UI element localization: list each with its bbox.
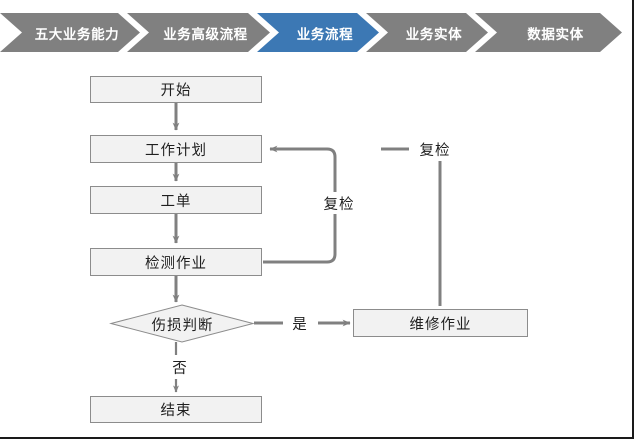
node-inspection[interactable]: 检测作业 bbox=[90, 248, 262, 276]
breadcrumb-item-2[interactable]: 业务高级流程 bbox=[127, 13, 270, 52]
breadcrumb-label-2: 业务高级流程 bbox=[163, 26, 248, 42]
edge-label-recheck-outer: 复检 bbox=[409, 137, 461, 161]
breadcrumb-label-1: 五大业务能力 bbox=[34, 26, 120, 42]
node-start-label: 开始 bbox=[160, 83, 192, 99]
node-inspection-label: 检测作业 bbox=[145, 255, 207, 272]
node-end-label: 结束 bbox=[160, 403, 192, 419]
node-repair[interactable]: 维修作业 bbox=[353, 309, 528, 337]
node-start[interactable]: 开始 bbox=[90, 76, 262, 103]
edge-label-yes: 是 bbox=[285, 312, 315, 334]
node-end[interactable]: 结束 bbox=[90, 396, 262, 423]
node-damage-decision-label: 伤损判断 bbox=[151, 317, 214, 334]
chevron-shape-3 bbox=[257, 13, 379, 52]
breadcrumb-item-4[interactable]: 业务实体 bbox=[366, 13, 488, 52]
node-work-plan-label: 工作计划 bbox=[145, 142, 207, 159]
breadcrumb-item-5[interactable]: 数据实体 bbox=[475, 13, 622, 52]
node-damage-decision[interactable]: 伤损判断 bbox=[111, 305, 254, 343]
node-work-plan[interactable]: 工作计划 bbox=[90, 135, 262, 163]
breadcrumb-item-1[interactable]: 五大业务能力 bbox=[0, 13, 140, 52]
breadcrumb-label-4: 业务实体 bbox=[405, 26, 463, 42]
chevron-shape-5 bbox=[475, 13, 622, 52]
node-work-order-label: 工单 bbox=[160, 193, 192, 210]
chevron-shape-4 bbox=[366, 13, 488, 52]
chevron-shape-2 bbox=[127, 13, 270, 52]
breadcrumb-item-3[interactable]: 业务流程 bbox=[257, 13, 379, 52]
chevron-shape-1 bbox=[0, 13, 140, 52]
edge-repair-to-plan-recheck bbox=[381, 147, 442, 306]
edge-label-recheck-inner: 复检 bbox=[313, 192, 365, 214]
breadcrumb-label-3: 业务流程 bbox=[296, 26, 354, 42]
breadcrumb-label-5: 数据实体 bbox=[527, 26, 584, 42]
decision-diamond-shape bbox=[109, 304, 255, 343]
node-repair-label: 维修作业 bbox=[409, 316, 472, 333]
edge-label-no: 否 bbox=[164, 355, 196, 379]
node-work-order[interactable]: 工单 bbox=[90, 186, 262, 214]
breadcrumb: 五大业务能力 业务高级流程 业务流程 业务实体 数据实体 bbox=[0, 13, 632, 52]
